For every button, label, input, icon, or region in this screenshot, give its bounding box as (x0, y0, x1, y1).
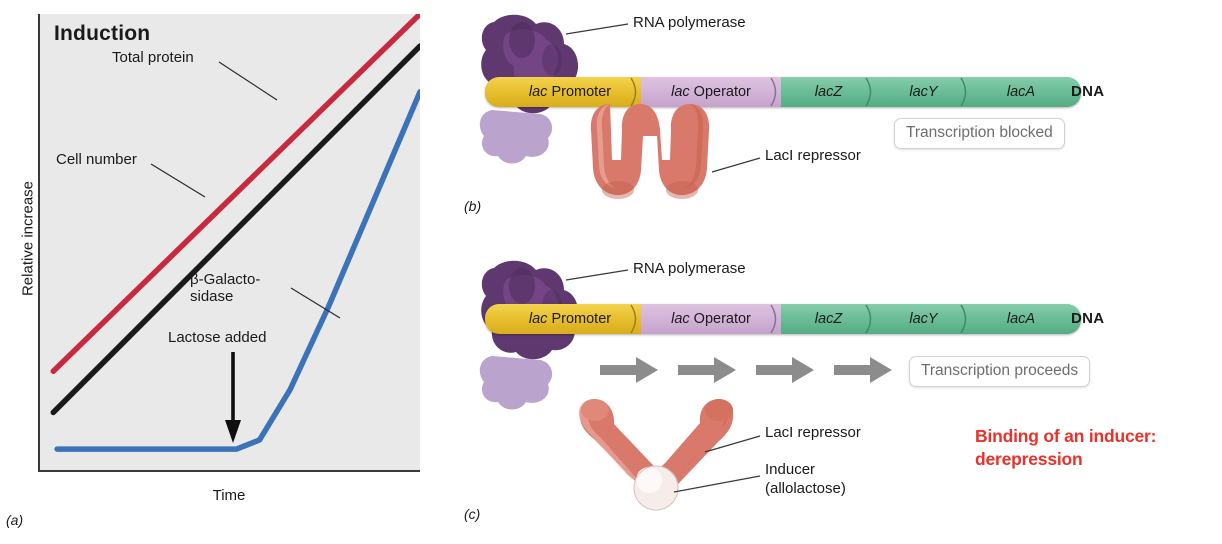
red-note-line-1: Binding of an inducer: (975, 426, 1157, 446)
callout-laci-repressor-c: LacI repressor (765, 424, 861, 441)
leader-line-rna-polymerase (565, 23, 629, 35)
leader-line-cell-number (150, 163, 206, 198)
inducer-line-2: (allolactose) (765, 479, 846, 497)
laci-repressor-icon (590, 104, 710, 199)
transcription-arrow-icon (600, 357, 658, 383)
status-badge-transcription-proceeds: Transcription proceeds (909, 356, 1091, 387)
dna-label-b: DNA (1071, 83, 1105, 100)
callout-laci-repressor-b: LacI repressor (765, 147, 861, 164)
dna-segment-lacA: lacA (971, 77, 1081, 107)
transcription-arrows (600, 357, 892, 383)
callout-rna-polymerase-b: RNA polymerase (633, 14, 746, 31)
panel-b-tag: (b) (464, 198, 482, 214)
dna-strand-b: lac Promoter lac Operator lacZ lacY lacA (485, 77, 1081, 107)
transcription-arrow-icon (678, 357, 736, 383)
panel-a-tag: (a) (6, 512, 24, 528)
inducer-line-1: Inducer (765, 461, 816, 478)
dna-segment-lac-promoter: lac Promoter (485, 304, 641, 334)
chart-label-lactose-added: Lactose added (168, 329, 267, 346)
leader-line-beta-galactosidase (290, 287, 341, 319)
transcription-arrow-icon (756, 357, 814, 383)
series-beta-galactosidase (54, 89, 420, 452)
transcription-arrow-icon (834, 357, 892, 383)
laci-repressor-c-layer (579, 398, 761, 511)
segment-rest: Promoter (547, 311, 612, 327)
panel-b-repressed-state: lac Promoter lac Operator lacZ lacY lacA (460, 0, 1222, 240)
lactose-added-arrow (225, 352, 241, 443)
segment-italic-lacY: lacY (909, 311, 938, 327)
dna-segment-lac-promoter: lac Promoter (485, 77, 641, 107)
leader-line-inducer (673, 475, 761, 493)
annotation-binding-of-an-inducer: Binding of an inducer: derepression (975, 425, 1215, 471)
leader-line-total-protein (218, 61, 278, 101)
panel-c-tag: (c) (464, 506, 481, 522)
chart-title: Induction (54, 22, 151, 45)
leader-line-rna-polymerase (565, 269, 629, 281)
segment-rest: Operator (689, 311, 751, 327)
beta-gal-line-2: sidase (190, 287, 234, 305)
panel-a-induction-chart: Induction Relative increase Time Total p… (0, 0, 460, 544)
segment-rest: Operator (689, 84, 751, 100)
chart-label-beta-galactosidase: β-Galacto- sidase (190, 271, 286, 306)
series-cell-number (50, 43, 420, 416)
segment-italic-lac: lac (528, 84, 548, 100)
segment-italic-lacA: lacA (1006, 311, 1036, 327)
segment-italic-lacZ: lacZ (814, 311, 843, 327)
red-note-line-2: derepression (975, 449, 1083, 470)
inducer-icon (633, 465, 679, 511)
dna-strand-c: lac Promoter lac Operator lacZ lacY lacA (485, 304, 1081, 334)
segment-rest: Promoter (547, 84, 612, 100)
leader-line-laci-repressor (704, 435, 761, 453)
dna-segment-lacA: lacA (971, 304, 1081, 334)
leader-line-laci-repressor (711, 157, 761, 173)
segment-italic-lacA: lacA (1006, 84, 1036, 100)
segment-italic-lacZ: lacZ (814, 84, 843, 100)
status-badge-transcription-blocked: Transcription blocked (894, 118, 1065, 149)
segment-italic-lacY: lacY (909, 84, 938, 100)
dna-segment-lacZ: lacZ (781, 304, 876, 334)
panel-c-derepressed-state: RNA polymerase lac Promoter lac Operator… (460, 248, 1222, 544)
chart-series-layer (50, 14, 420, 452)
callout-inducer: Inducer (allolactose) (765, 461, 945, 499)
segment-italic-lac: lac (528, 311, 548, 327)
chart-label-total-protein: Total protein (112, 49, 194, 66)
dna-label-c: DNA (1071, 310, 1105, 327)
segment-italic-lac: lac (671, 84, 690, 100)
series-total-protein (50, 14, 420, 374)
segment-italic-lac: lac (671, 311, 690, 327)
chart-label-cell-number: Cell number (56, 151, 137, 168)
callout-rna-polymerase-c: RNA polymerase (633, 260, 746, 277)
beta-gal-line-1: β-Galacto- (190, 271, 261, 288)
chart-annotation-layer (150, 61, 341, 443)
laci-repressor-b-layer (565, 23, 761, 199)
chart-x-axis-label: Time (212, 487, 246, 504)
